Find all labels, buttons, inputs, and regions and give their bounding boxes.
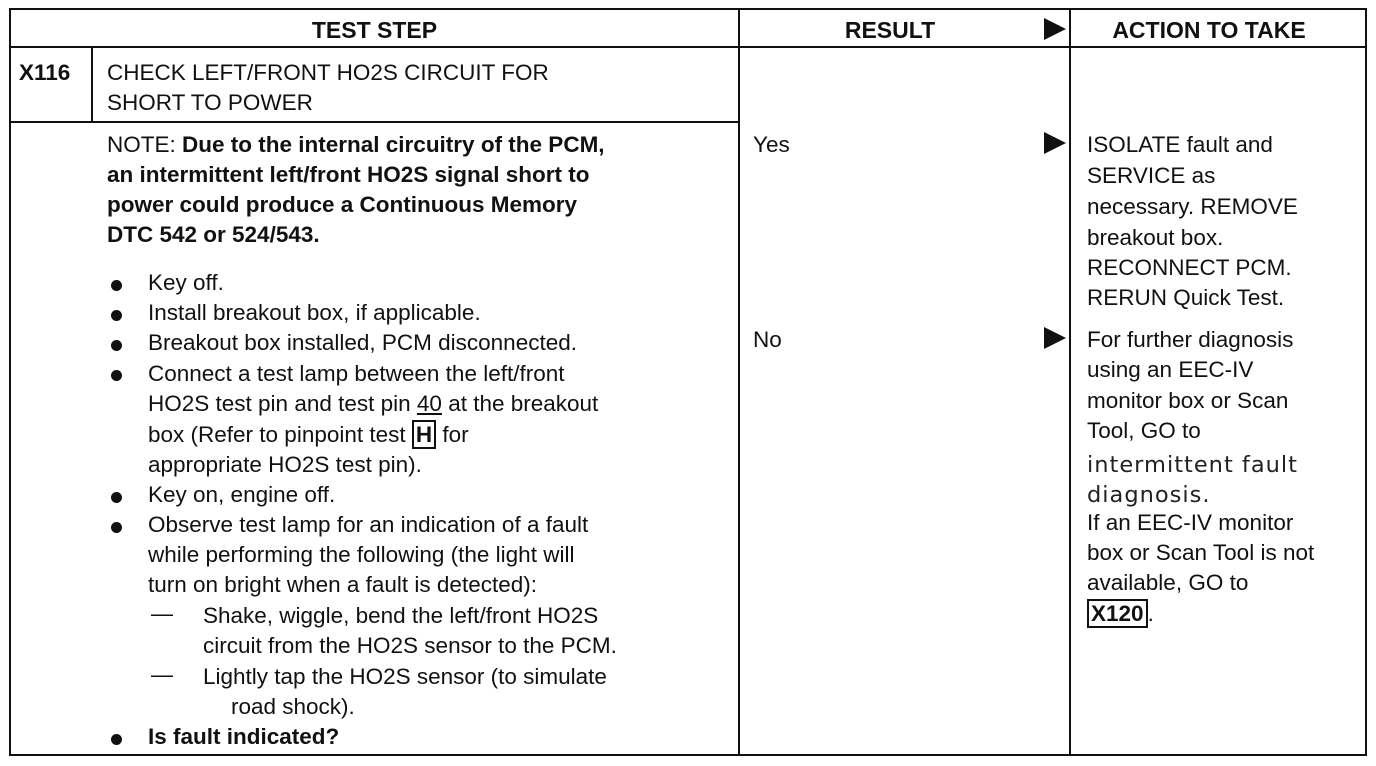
- test-pin-40: 40: [416, 391, 442, 416]
- header-action: ACTION TO TAKE: [1112, 17, 1306, 43]
- header-arrow-icon: [1044, 18, 1066, 40]
- bullet-icon: [111, 734, 122, 745]
- note-text-1: Due to the internal circuitry of the PCM…: [182, 132, 605, 157]
- action-no-goto-line: X120.: [1087, 599, 1154, 629]
- note-line4: DTC 542 or 524/543.: [107, 222, 320, 247]
- bullet-observe-line1: Observe test lamp for an indication of a…: [148, 512, 589, 537]
- step-title-line2: SHORT TO POWER: [107, 90, 313, 115]
- note-line3: power could produce a Continuous Memory: [107, 192, 578, 217]
- bullet-key-off: Key off.: [148, 270, 224, 295]
- sub-tap-line1: Lightly tap the HO2S sensor (to simulate: [203, 664, 607, 689]
- sub-shake-line1: Shake, wiggle, bend the left/front HO2S: [203, 603, 599, 628]
- goto-suffix: .: [1147, 601, 1154, 626]
- note-line2: an intermittent left/front HO2S signal s…: [107, 162, 590, 187]
- note-prefix: NOTE:: [107, 132, 183, 157]
- action-no-line7: If an EEC-IV monitor: [1087, 510, 1294, 535]
- bullet-key-on: Key on, engine off.: [148, 482, 336, 507]
- divider-step-id: [91, 48, 93, 122]
- sub-shake-line2: circuit from the HO2S sensor to the PCM.: [203, 633, 617, 658]
- header-result: RESULT: [844, 17, 936, 43]
- action-no-line6[interactable]: diagnosis.: [1087, 482, 1211, 508]
- text-segment: HO2S test pin and test pin: [148, 391, 417, 416]
- result-no-arrow-icon: [1044, 327, 1066, 349]
- bullet-install-breakout: Install breakout box, if applicable.: [148, 300, 481, 325]
- bullet-connect-lamp-line3: box (Refer to pinpoint test H for: [148, 420, 469, 450]
- dash-icon: —: [151, 662, 173, 687]
- action-no-line4: Tool, GO to: [1087, 418, 1201, 443]
- bullet-icon: [111, 492, 122, 503]
- bullet-connect-lamp-line2: HO2S test pin and test pin 40 at the bre…: [148, 389, 598, 419]
- result-yes: Yes: [753, 132, 790, 157]
- action-yes-line6: RERUN Quick Test.: [1087, 285, 1285, 310]
- action-yes-line5: RECONNECT PCM.: [1087, 255, 1292, 280]
- action-no-line1: For further diagnosis: [1087, 327, 1294, 352]
- bullet-breakout-installed: Breakout box installed, PCM disconnected…: [148, 330, 577, 355]
- bullet-connect-lamp-line1: Connect a test lamp between the left/fro…: [148, 361, 565, 386]
- action-no-line3: monitor box or Scan: [1087, 388, 1289, 413]
- goto-x120-link[interactable]: X120: [1087, 599, 1148, 628]
- bullet-question: Is fault indicated?: [148, 724, 340, 749]
- action-no-line2: using an EEC-IV: [1087, 357, 1254, 382]
- bullet-observe-line2: while performing the following (the ligh…: [148, 542, 575, 567]
- note-line1: NOTE: Due to the internal circuitry of t…: [107, 130, 605, 160]
- text-segment: for: [436, 422, 469, 447]
- bullet-icon: [111, 522, 122, 533]
- dash-icon: —: [151, 601, 173, 626]
- action-no-line5[interactable]: intermittent fault: [1087, 452, 1298, 478]
- divider-result: [738, 10, 740, 754]
- pinpoint-test-h-link[interactable]: H: [411, 420, 437, 449]
- text-segment: at the breakout: [441, 391, 599, 416]
- bullet-icon: [111, 280, 122, 291]
- action-no-line8: box or Scan Tool is not: [1087, 540, 1315, 565]
- text-segment: box (Refer to pinpoint test: [148, 422, 412, 447]
- action-yes-line1: ISOLATE fault and: [1087, 132, 1273, 157]
- sub-tap-line2: road shock).: [231, 694, 355, 719]
- bullet-observe-line3: turn on bright when a fault is detected)…: [148, 572, 537, 597]
- bullet-icon: [111, 310, 122, 321]
- step-id: X116: [19, 60, 71, 85]
- bullet-icon: [111, 370, 122, 381]
- header-divider: [11, 46, 1367, 48]
- header-test-step: TEST STEP: [311, 17, 438, 43]
- result-no: No: [753, 327, 782, 352]
- action-yes-line4: breakout box.: [1087, 225, 1224, 250]
- action-yes-line2: SERVICE as: [1087, 163, 1216, 188]
- title-divider: [11, 121, 738, 123]
- diagnostic-table: TEST STEP RESULT ACTION TO TAKE X116 CHE…: [9, 8, 1367, 756]
- action-no-line9: available, GO to: [1087, 570, 1249, 595]
- bullet-icon: [111, 340, 122, 351]
- result-yes-arrow-icon: [1044, 132, 1066, 154]
- step-title-line1: CHECK LEFT/FRONT HO2S CIRCUIT FOR: [107, 60, 549, 85]
- divider-action: [1069, 10, 1071, 754]
- action-yes-line3: necessary. REMOVE: [1087, 194, 1298, 219]
- bullet-connect-lamp-line4: appropriate HO2S test pin).: [148, 452, 422, 477]
